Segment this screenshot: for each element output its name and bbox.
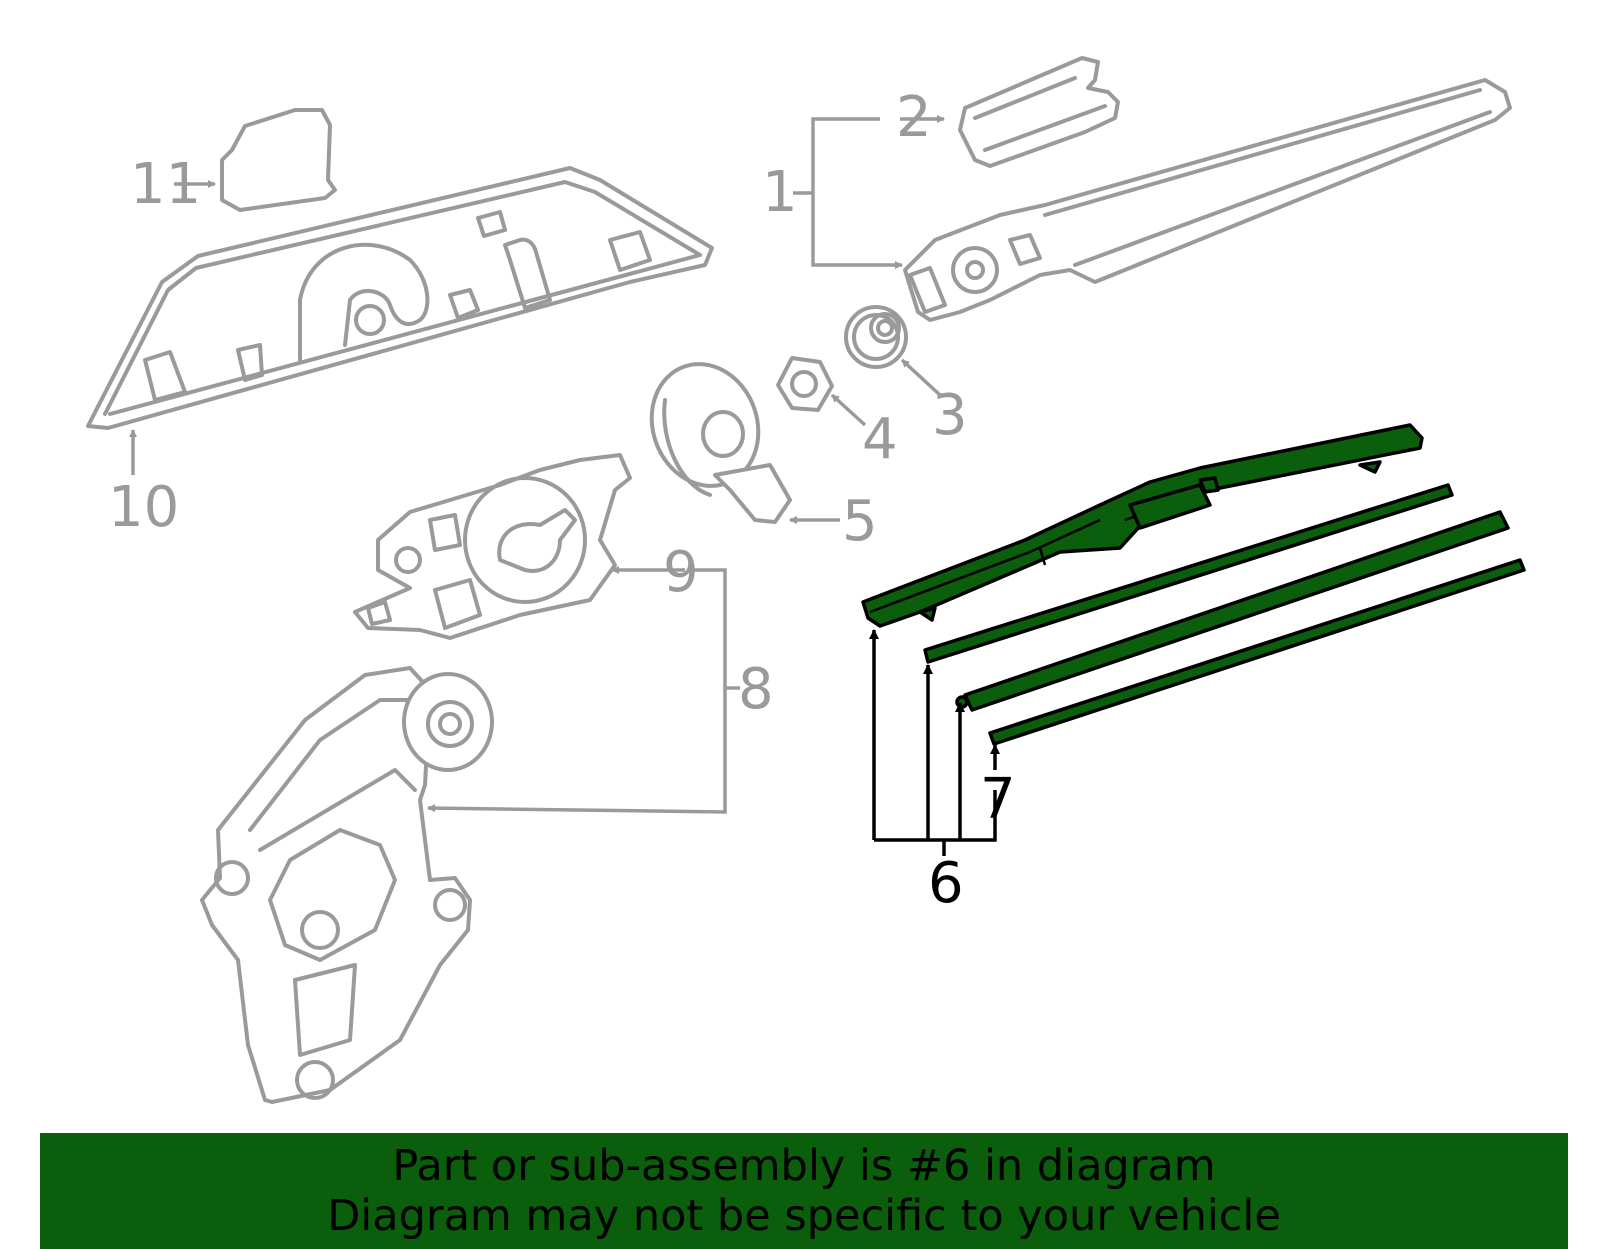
part-1-wiper-arm	[903, 78, 1512, 322]
part-2-cap	[958, 56, 1120, 168]
callout-11: 11	[130, 152, 202, 217]
part-9-motor	[353, 453, 632, 640]
part-3-pivot-seal	[844, 305, 908, 369]
callout-6: 6	[928, 851, 964, 916]
callout-5: 5	[842, 489, 878, 554]
callout-3: 3	[932, 383, 968, 448]
part-10-cover	[86, 166, 714, 430]
part-6-refill-1	[923, 483, 1454, 664]
banner-line-part: Part or sub-assembly is #6 in diagram	[392, 1141, 1216, 1191]
part-5-grommet	[649, 362, 792, 524]
callout-4: 4	[862, 407, 898, 472]
banner-line-disclaimer: Diagram may not be specific to your vehi…	[327, 1191, 1281, 1241]
rear-wiper-exploded-diagram	[86, 56, 1526, 1104]
part-11-gasket	[220, 108, 337, 212]
part-7-refill	[988, 558, 1526, 746]
callout-9: 9	[663, 540, 699, 605]
callout-1: 1	[762, 160, 798, 225]
callout-7: 7	[980, 767, 1016, 832]
callout-8: 8	[738, 657, 774, 722]
part-4-nut	[776, 356, 834, 412]
callout-10: 10	[108, 475, 180, 540]
part-8-bracket-assembly	[200, 666, 494, 1104]
info-banner: Part or sub-assembly is #6 in diagram Di…	[40, 1133, 1568, 1249]
callout-2: 2	[896, 85, 932, 150]
part-6-wiper-blade	[861, 423, 1424, 628]
leader-lines	[129, 115, 1000, 856]
